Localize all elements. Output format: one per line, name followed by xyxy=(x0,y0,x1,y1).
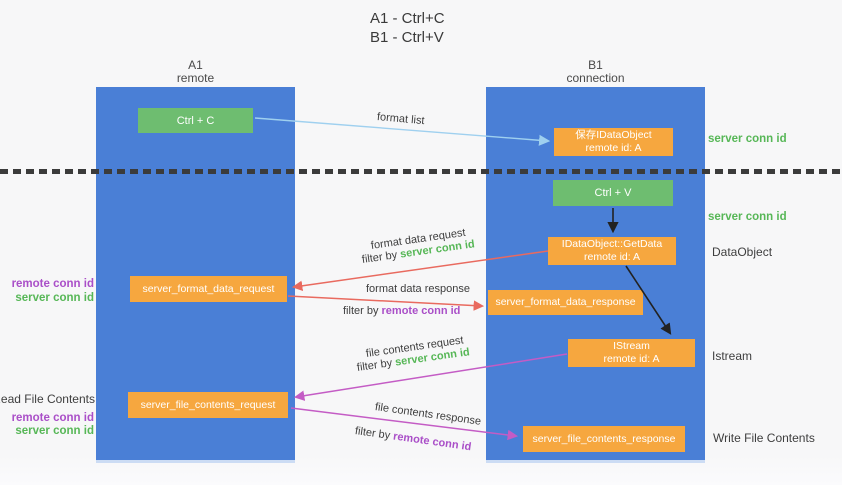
node-server-format-data-response: server_format_data_response xyxy=(488,290,643,315)
node-ctrl-c: Ctrl + C xyxy=(138,108,253,133)
edge-label-format-data-response: format data response xyxy=(366,283,470,295)
node-save-idataobject: 保存IDataObject remote id: A xyxy=(554,128,673,156)
edge-label-filter-by-remote-1: filter by remote conn id xyxy=(343,305,460,317)
column-b1-subtitle: connection xyxy=(566,71,625,85)
node-server-file-contents-response: server_file_contents_response xyxy=(523,426,685,452)
column-a1-header: A1 remote xyxy=(96,59,295,85)
remote-conn-id-text: remote conn id xyxy=(392,430,473,454)
annotation-server-conn-id-top: server conn id xyxy=(708,133,787,145)
annotation-server-conn-id-mid: server conn id xyxy=(708,211,787,223)
column-b1-name: B1 xyxy=(588,58,603,72)
node-save-idataobject-line2: remote id: A xyxy=(585,142,642,154)
remote-conn-id-text: remote conn id xyxy=(381,305,461,317)
node-istream-line2: remote id: A xyxy=(603,353,660,365)
node-getdata-line1: IDataObject::GetData xyxy=(561,238,663,250)
node-ctrl-v: Ctrl + V xyxy=(553,180,673,206)
annotation-write-file-contents: Write File Contents xyxy=(713,431,815,445)
node-getdata-line2: remote id: A xyxy=(583,251,641,263)
column-b1-header: B1 connection xyxy=(486,59,705,85)
dotted-separator xyxy=(0,169,842,174)
title-line-1: A1 - Ctrl+C xyxy=(370,10,445,27)
filter-by-text: filter by xyxy=(361,249,398,266)
annotation-read-file-contents: Read File Contents xyxy=(0,392,95,406)
node-idataobject-getdata: IDataObject::GetData remote id: A xyxy=(548,237,676,265)
annotation-dataobject: DataObject xyxy=(712,245,773,259)
edge-label-filter-by-remote-2: filter by remote conn id xyxy=(354,425,472,453)
filter-by-text: filter by xyxy=(356,357,393,374)
annotation-remote-conn-id-2: remote conn id xyxy=(11,412,94,424)
filter-by-text: filter by xyxy=(343,305,379,317)
title-line-2: B1 - Ctrl+V xyxy=(370,29,444,46)
page-title: A1 - Ctrl+C B1 - Ctrl+V xyxy=(370,9,445,47)
column-a1-subtitle: remote xyxy=(176,71,215,85)
node-save-idataobject-line1: 保存IDataObject xyxy=(575,129,652,141)
node-server-file-contents-request: server_file_contents_request xyxy=(128,392,288,418)
node-istream: IStream remote id: A xyxy=(568,339,695,367)
node-istream-line1: IStream xyxy=(613,340,650,352)
edge-label-file-contents-response: file contents response xyxy=(374,401,482,428)
annotation-server-conn-id-2: server conn id xyxy=(15,425,94,437)
annotation-remote-conn-id-1: remote conn id xyxy=(11,278,94,290)
edge-label-format-list: format list xyxy=(376,111,426,128)
annotation-server-conn-id-1: server conn id xyxy=(15,292,94,304)
filter-by-text: filter by xyxy=(354,425,391,442)
annotation-istream: Istream xyxy=(712,349,753,363)
column-a1-name: A1 xyxy=(188,58,203,72)
node-server-format-data-request: server_format_data_request xyxy=(130,276,287,302)
